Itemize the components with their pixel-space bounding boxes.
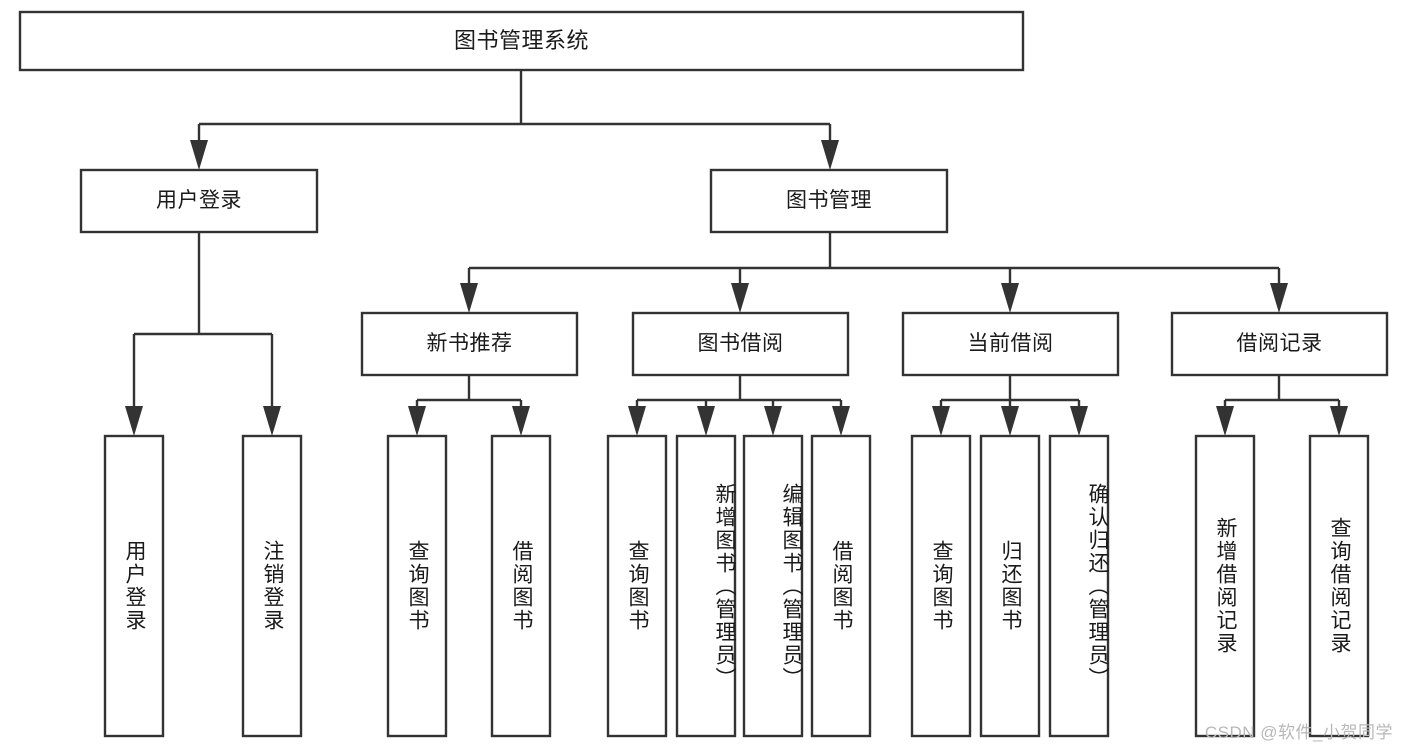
node-box-leaf-book-borrow-4[interactable] <box>810 434 872 738</box>
node-box-new-book-recommend[interactable] <box>360 311 579 377</box>
node-box-book-mgmt[interactable] <box>709 168 949 234</box>
arrow-head-leaf-borrow-record-2 <box>1330 406 1348 436</box>
node-box-leaf-current-borrow-2[interactable] <box>979 434 1041 738</box>
node-box-leaf-book-borrow-1[interactable] <box>606 434 668 738</box>
arrow-head-leaf-book-borrow-4 <box>832 406 850 436</box>
node-box-leaf-current-borrow-1[interactable] <box>910 434 972 738</box>
arrow-head-leaf-user-login-2 <box>263 406 281 436</box>
node-box-leaf-new-book-1[interactable] <box>386 434 448 738</box>
arrow-head-leaf-borrow-record-1 <box>1216 406 1234 436</box>
arrow-head-current-borrow <box>1001 283 1019 313</box>
arrow-head-leaf-current-borrow-3 <box>1070 406 1088 436</box>
arrow-head-borrow-record <box>1270 283 1288 313</box>
node-box-borrow-record[interactable] <box>1170 311 1389 377</box>
arrow-head-leaf-book-borrow-1 <box>628 406 646 436</box>
boxes-layer <box>18 10 1389 738</box>
node-box-leaf-user-login-1[interactable] <box>103 434 165 738</box>
arrow-head-leaf-user-login-1 <box>125 406 143 436</box>
arrow-head-new-book-recommend <box>460 283 478 313</box>
arrow-head-leaf-book-borrow-2 <box>697 406 715 436</box>
arrow-head-leaf-new-book-2 <box>512 406 530 436</box>
arrow-head-book-mgmt <box>821 140 839 170</box>
node-box-leaf-new-book-2[interactable] <box>490 434 552 738</box>
node-box-root[interactable] <box>18 10 1025 72</box>
arrow-head-user-login <box>190 140 208 170</box>
node-box-leaf-borrow-record-2[interactable] <box>1308 434 1370 738</box>
node-box-leaf-current-borrow-3[interactable] <box>1048 434 1110 738</box>
arrow-head-leaf-current-borrow-2 <box>1001 406 1019 436</box>
node-box-leaf-book-borrow-3[interactable] <box>742 434 804 738</box>
node-box-leaf-borrow-record-1[interactable] <box>1194 434 1256 738</box>
arrow-head-book-borrow <box>731 283 749 313</box>
node-box-book-borrow[interactable] <box>631 311 850 377</box>
node-box-leaf-book-borrow-2[interactable] <box>675 434 737 738</box>
node-box-user-login[interactable] <box>79 168 319 234</box>
arrow-head-leaf-new-book-1 <box>408 406 426 436</box>
arrow-head-leaf-book-borrow-3 <box>764 406 782 436</box>
arrow-head-leaf-current-borrow-1 <box>932 406 950 436</box>
connectors-layer <box>125 70 1348 436</box>
node-box-current-borrow[interactable] <box>901 311 1120 377</box>
node-box-leaf-user-login-2[interactable] <box>241 434 303 738</box>
